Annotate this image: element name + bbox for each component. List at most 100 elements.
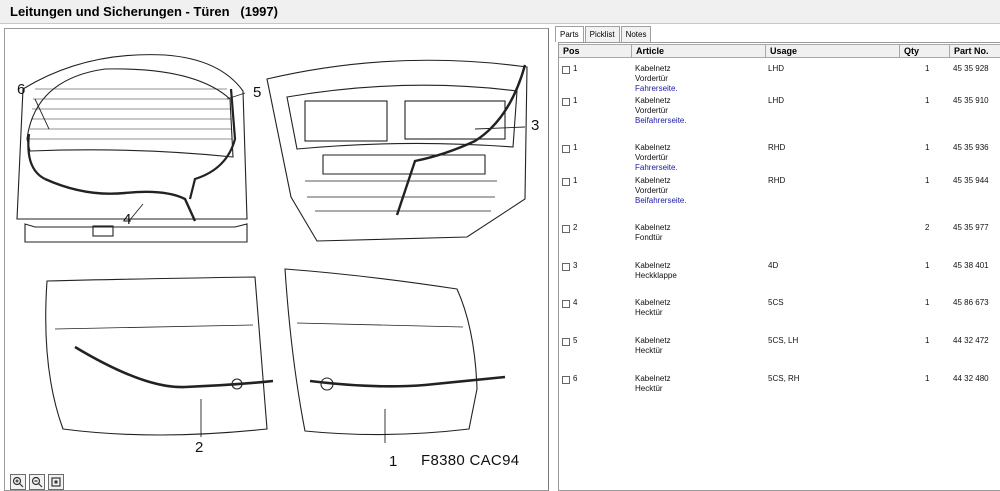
- page-title: Leitungen und Sicherungen - Türen (1997): [10, 4, 278, 19]
- leader-3: [474, 126, 526, 130]
- hatch-ribs: [305, 180, 497, 212]
- row-qty: 1: [925, 374, 930, 383]
- rear-window-outline: [26, 68, 234, 158]
- row-note[interactable]: Fahrerseite.: [635, 163, 678, 172]
- fit-view-button[interactable]: [48, 474, 64, 490]
- column-header-qty[interactable]: Qty: [900, 44, 950, 58]
- row-pos: 2: [573, 223, 578, 232]
- row-pos: 3: [573, 261, 578, 270]
- callout-2: 2: [195, 439, 204, 456]
- tab-notes[interactable]: Notes: [620, 26, 652, 42]
- row-part-no: 44 32 480: [953, 374, 989, 383]
- zoom-toolbar: [10, 474, 64, 490]
- row-part-no: 45 35 944: [953, 176, 989, 185]
- row-article-detail: Vordertür: [635, 74, 668, 83]
- rear-window-heater-lines: [29, 88, 232, 140]
- tab-picklist[interactable]: Picklist: [584, 26, 620, 42]
- front-door-outline: [284, 268, 478, 436]
- parts-table: Pos Article Usage Qty Part No. 1 Kabelne…: [558, 42, 1000, 491]
- column-header-usage[interactable]: Usage: [766, 44, 900, 58]
- row-article-detail: Vordertür: [635, 106, 668, 115]
- hatch-cutouts: [322, 154, 486, 175]
- row-note[interactable]: Beifahrerseite.: [635, 116, 687, 125]
- row-qty: 1: [925, 261, 930, 270]
- hatch-panel-left: [304, 100, 388, 142]
- diagram-panel[interactable]: 1 2 3 4 5 6 F8380 CAC94: [4, 28, 549, 491]
- row-part-no: 45 35 928: [953, 64, 989, 73]
- callout-6: 6: [17, 81, 26, 98]
- hatch-lid-outline: [266, 59, 528, 242]
- row-note[interactable]: Beifahrerseite.: [635, 196, 687, 205]
- hatch-panel-right: [404, 100, 506, 140]
- row-part-no: 45 35 936: [953, 143, 989, 152]
- row-checkbox[interactable]: [562, 300, 570, 308]
- zoom-in-button[interactable]: [10, 474, 26, 490]
- row-note[interactable]: Fahrerseite.: [635, 84, 678, 93]
- zoom-out-button[interactable]: [29, 474, 45, 490]
- harness-5-path: [188, 88, 237, 200]
- row-article: Kabelnetz: [635, 336, 671, 345]
- row-pos: 4: [573, 298, 578, 307]
- harness-1-path: [309, 375, 506, 388]
- row-article-detail: Fondtür: [635, 233, 663, 242]
- row-checkbox[interactable]: [562, 263, 570, 271]
- harness-2-path: [74, 345, 274, 389]
- callout-4: 4: [123, 211, 132, 228]
- zoom-out-icon: [31, 476, 43, 488]
- row-qty: 2: [925, 223, 930, 232]
- row-qty: 1: [925, 96, 930, 105]
- rear-door-outline: [45, 276, 268, 436]
- front-door-belt-line: [296, 322, 464, 328]
- row-part-no: 45 35 977: [953, 223, 989, 232]
- column-header-article[interactable]: Article: [632, 44, 766, 58]
- row-article: Kabelnetz: [635, 96, 671, 105]
- row-usage: RHD: [768, 176, 786, 185]
- row-checkbox[interactable]: [562, 145, 570, 153]
- row-article-detail: Heckklappe: [635, 271, 677, 280]
- harness-6-path: [27, 133, 46, 180]
- row-part-no: 45 35 910: [953, 96, 989, 105]
- tab-parts[interactable]: Parts: [555, 26, 584, 42]
- row-usage: 5CS, LH: [768, 336, 799, 345]
- callout-5: 5: [253, 84, 262, 101]
- harness-4-path: [44, 177, 197, 222]
- lock-housing: [92, 225, 114, 237]
- row-article: Kabelnetz: [635, 143, 671, 152]
- row-checkbox[interactable]: [562, 225, 570, 233]
- figure-code: F8380 CAC94: [421, 452, 520, 469]
- tab-bar: Parts Picklist Notes: [555, 26, 652, 42]
- row-part-no: 44 32 472: [953, 336, 989, 345]
- row-qty: 1: [925, 336, 930, 345]
- row-checkbox[interactable]: [562, 338, 570, 346]
- harness-1-connector: [320, 377, 334, 391]
- row-usage: 5CS, RH: [768, 374, 800, 383]
- row-pos: 1: [573, 64, 578, 73]
- harness-3-path: [395, 64, 527, 216]
- row-pos: 5: [573, 336, 578, 345]
- row-checkbox[interactable]: [562, 178, 570, 186]
- row-pos: 6: [573, 374, 578, 383]
- rear-door-belt-line: [54, 324, 254, 330]
- row-article-detail: Vordertür: [635, 153, 668, 162]
- row-pos: 1: [573, 96, 578, 105]
- row-article-detail: Vordertür: [635, 186, 668, 195]
- leader-4: [128, 203, 144, 222]
- row-qty: 1: [925, 176, 930, 185]
- column-header-pos[interactable]: Pos: [559, 44, 632, 58]
- row-qty: 1: [925, 64, 930, 73]
- row-checkbox[interactable]: [562, 98, 570, 106]
- row-article-detail: Hecktür: [635, 308, 663, 317]
- row-checkbox[interactable]: [562, 66, 570, 74]
- row-checkbox[interactable]: [562, 376, 570, 384]
- row-article-detail: Hecktür: [635, 384, 663, 393]
- leader-6: [34, 98, 50, 130]
- hatch-lid-inner: [286, 84, 518, 150]
- row-article: Kabelnetz: [635, 64, 671, 73]
- row-usage: RHD: [768, 143, 786, 152]
- column-header-part-no[interactable]: Part No.: [950, 44, 1000, 58]
- row-article-detail: Hecktür: [635, 346, 663, 355]
- zoom-in-icon: [12, 476, 24, 488]
- row-article: Kabelnetz: [635, 223, 671, 232]
- table-header: Pos Article Usage Qty Part No.: [559, 44, 1000, 58]
